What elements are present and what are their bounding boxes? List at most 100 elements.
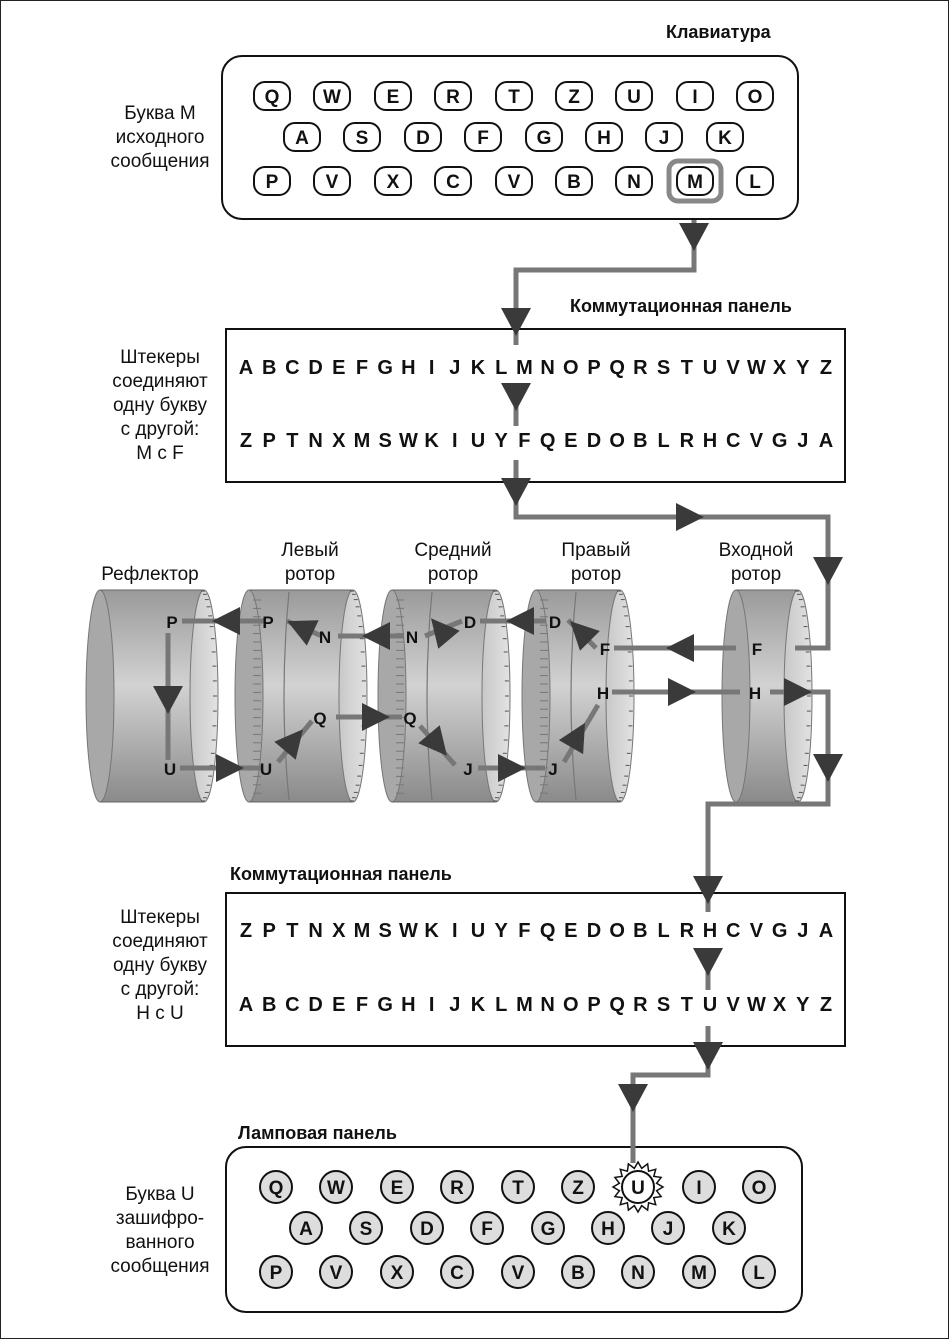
key-k[interactable]: K [706,122,744,152]
key-letter: C [446,172,460,193]
key-e[interactable]: E [374,81,412,111]
plug-letter-v: V [727,357,741,379]
plugboard-bottom-panel [225,892,846,1047]
plug-letter-s: S [379,430,392,452]
lamp-h: H [591,1211,625,1245]
rotor-front-face [189,589,219,803]
plug-letter-h: H [703,920,717,942]
key-d[interactable]: D [404,122,442,152]
arrow-right [668,678,696,706]
key-g[interactable]: G [525,122,563,152]
plug-letter-l: L [495,357,507,379]
key-letter: N [627,172,641,193]
key-letter: Q [265,87,280,108]
plug-letter-n: N [308,430,322,452]
caption-line: исходного [115,127,205,148]
key-j[interactable]: J [645,122,683,152]
arrow-diagonal [558,722,585,755]
lamp-bulb [501,1255,535,1289]
lamp-letter: H [601,1219,615,1240]
plug-letter-z: Z [820,994,832,1016]
plug-letter-f: F [356,357,368,379]
arrow-head [287,620,319,646]
key-u[interactable]: U [615,81,653,111]
lamp-bulb [621,1170,655,1204]
lamp-letter: Q [269,1178,284,1199]
key-z[interactable]: Z [555,81,593,111]
lamp-b: B [561,1255,595,1289]
lamp-u: U [611,1160,665,1214]
key-f[interactable]: F [464,122,502,152]
key-cap [464,122,502,152]
plug-letter-j: J [797,920,808,942]
lamp-bulb [682,1170,716,1204]
lamp-x: X [380,1255,414,1289]
rotor-back-face [85,589,115,803]
plug-letter-b: B [633,920,647,942]
plug-letter-p: P [263,920,276,942]
key-m[interactable]: M [666,158,724,204]
key-i[interactable]: I [676,81,714,111]
plug-letter-z: Z [820,357,832,379]
key-p[interactable]: P [253,166,291,196]
key-h[interactable]: H [585,122,623,152]
lamp-bulb [501,1170,535,1204]
caption-line: ванного [125,1232,195,1253]
key-n[interactable]: N [615,166,653,196]
key-v[interactable]: V [313,166,351,196]
pressed-key-highlight [666,158,724,204]
lamp-p: P [259,1255,293,1289]
rotor-letter-left-n: N [319,628,331,647]
key-v[interactable]: V [495,166,533,196]
rotor-letter-mid-q: Q [403,709,416,728]
plug-letter-e: E [564,430,577,452]
key-letter: V [508,172,521,193]
plug-letter-d: D [587,430,601,452]
key-q[interactable]: Q [253,81,291,111]
key-l[interactable]: L [736,166,774,196]
key-cap [736,166,774,196]
key-a[interactable]: A [283,122,321,152]
key-letter: P [266,172,279,193]
plug-letter-j: J [797,430,808,452]
plug-letter-t: T [286,920,298,942]
plug-letter-u: U [471,430,485,452]
key-c[interactable]: C [434,166,472,196]
plug-letter-u: U [703,994,717,1016]
key-cap [313,81,351,111]
arrow-down [153,686,183,714]
rotor-letter-refl-top: P [166,613,177,632]
lamp-bulb [289,1211,323,1245]
key-cap [253,166,291,196]
arrow-right [784,678,812,706]
plug-letter-g: G [377,357,393,379]
plug-letter-a: A [819,920,833,942]
caption-line: зашифро- [115,1208,205,1229]
key-letter: O [748,87,763,108]
rotor-letter-right-d: D [549,613,561,632]
plug-letter-m: M [516,357,533,379]
caption-line: M с F [136,443,184,464]
left-rotor-label: Левый ротор [250,539,370,587]
plug-letter-e: E [332,357,345,379]
lamp-o: O [742,1170,776,1204]
key-s[interactable]: S [343,122,381,152]
plug-letter-x: X [332,920,346,942]
key-o[interactable]: O [736,81,774,111]
arrow-head [274,729,303,760]
key-x[interactable]: X [374,166,412,196]
key-w[interactable]: W [313,81,351,111]
rotor-letter-mid-j: J [463,760,472,779]
lamp-letter: X [391,1263,404,1284]
rotor-label-line: Правый [561,540,631,561]
plug-letter-a: A [819,430,833,452]
key-t[interactable]: T [495,81,533,111]
key-letter: Z [568,87,580,108]
key-r[interactable]: R [434,81,472,111]
plug-letter-y: Y [796,994,810,1016]
key-b[interactable]: B [555,166,593,196]
key-cap [706,122,744,152]
